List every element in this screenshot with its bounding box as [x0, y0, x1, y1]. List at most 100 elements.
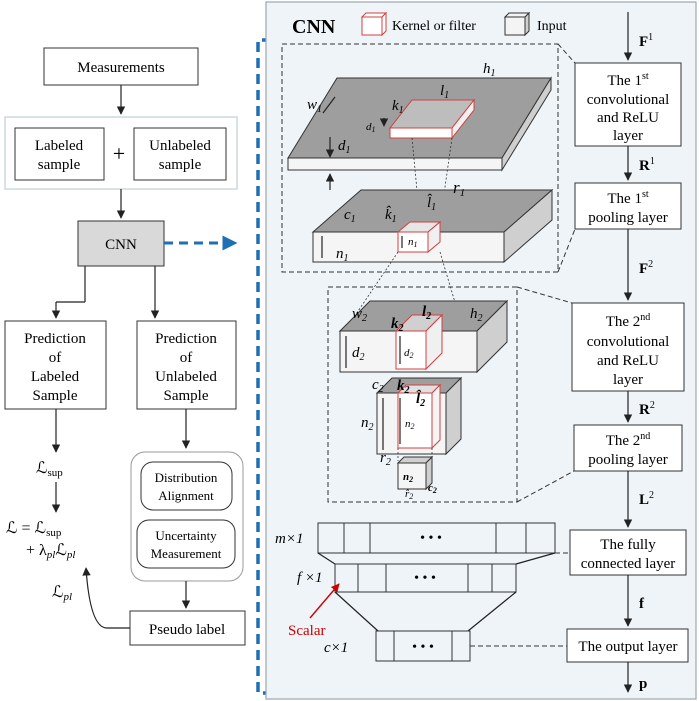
unlabeled-sample-box [133, 127, 227, 181]
signal-F1: F1 [639, 32, 653, 50]
signal-L2: L2 [639, 490, 654, 508]
pred-unlabeled-1: Prediction [155, 331, 217, 347]
pooled-volume-2 [396, 455, 434, 491]
l1-hat-label: l̂1 [427, 194, 436, 213]
l-sup-term: ℒsup [36, 460, 63, 479]
vector-m [317, 522, 556, 554]
connector-conv2 [516, 286, 573, 304]
d1-small-label: d1 [366, 121, 376, 134]
kernel-2 [394, 313, 444, 371]
input-legend-icon [503, 11, 531, 37]
fc-line2: connected layer [581, 556, 676, 572]
distribution-alignment-box [140, 461, 233, 511]
conv-layer-1-box [574, 62, 682, 147]
measurements-box [43, 47, 199, 86]
vector-connector [334, 591, 379, 632]
conv1-line3: and ReLU [597, 110, 659, 126]
r2-hat-label: r̂2 [405, 488, 413, 501]
uncertainty-measurement-box [136, 519, 236, 569]
vector-connector [317, 552, 336, 565]
signal-f: f [639, 596, 645, 612]
k1-label: k1 [392, 98, 404, 116]
conv2-line4: layer [613, 372, 643, 388]
signal-p: p [639, 676, 647, 692]
pool2-line2: pooling layer [588, 452, 668, 468]
kernel-1 [388, 98, 476, 140]
l2-label: l2 [422, 304, 431, 322]
w1-dimension [322, 96, 336, 114]
conv1-line1: The 1st [607, 71, 648, 89]
pool1-line1: The 1st [607, 189, 648, 207]
connector-pool2 [516, 470, 575, 503]
layer1-group [281, 43, 559, 273]
vector-c-dots: • • • [412, 640, 434, 655]
measurements-label: Measurements [77, 60, 165, 76]
d2-label: d2 [352, 345, 365, 363]
output-layer-box [566, 628, 689, 663]
pred-labeled-2: of [49, 350, 62, 366]
h1-label: h1 [483, 61, 496, 79]
kernel-legend-icon [360, 11, 388, 37]
pred-unlabeled-2: of [180, 350, 193, 366]
h2-label: h2 [470, 306, 483, 324]
plus-sign: + [113, 141, 125, 166]
scalar-label: Scalar [288, 623, 325, 639]
distribution-line1: Distribution [155, 470, 218, 485]
signal-F2: F2 [639, 259, 653, 277]
pred-unlabeled-box [136, 320, 237, 410]
f-size-label: f ×1 [297, 570, 323, 586]
l2-hat-label: l̂2 [416, 389, 425, 409]
c2-pool-label: c2 [428, 482, 437, 495]
labeled-sample-box [14, 127, 105, 181]
d1-label: d1 [338, 138, 351, 156]
l1-label: l1 [440, 83, 449, 101]
unlabeled-line1: Unlabeled [149, 138, 211, 154]
pool2-line1: The 2nd [606, 431, 651, 449]
pseudo-to-loss-arrow [82, 567, 130, 629]
k2-label: k2 [391, 316, 404, 334]
conv1-line4: layer [613, 128, 643, 144]
panel-bracket [256, 38, 272, 695]
k2-hat-label: k2 [397, 378, 410, 396]
cnn-label: CNN [105, 237, 137, 253]
pred-unlabeled-3: Unlabeled [155, 369, 217, 385]
unlabeled-line2: sample [159, 157, 202, 173]
pred-labeled-1: Prediction [24, 331, 86, 347]
d2-small-label: d2 [404, 347, 414, 360]
vector-f [334, 563, 517, 593]
c1-label: c1 [344, 207, 356, 225]
input-legend-label: Input [537, 19, 567, 34]
conv-layer-2-box [571, 302, 685, 392]
c2-label: c2 [372, 377, 384, 395]
n2-small-label: n2 [405, 418, 415, 431]
pred-labeled-box [4, 320, 107, 410]
conv1-line2: convolutional [587, 92, 670, 108]
pred-labeled-3: Labeled [31, 369, 80, 385]
pred-labeled-4: Sample [33, 388, 78, 404]
l-pl-term: ℒpl [52, 584, 72, 603]
vector-connector [515, 552, 556, 565]
fc-line1: The fully [600, 537, 656, 553]
scalar-arrow [309, 583, 340, 619]
r1-label: r1 [453, 178, 465, 199]
layer2-group [327, 286, 518, 503]
vector-connector [467, 591, 517, 632]
total-loss-line2: + λplℒpl [26, 542, 75, 561]
layer-column: F1 The 1st convolutional and ReLU layer … [566, 12, 689, 693]
conv2-line3: and ReLU [597, 353, 659, 369]
conv2-line2: convolutional [587, 334, 670, 350]
pool-layer-1-box [574, 182, 682, 230]
r2-label: r2 [380, 450, 391, 468]
pool1-line2: pooling layer [588, 210, 668, 226]
n2-label: n2 [361, 415, 374, 433]
uncertainty-line1: Uncertainty [155, 528, 217, 543]
pool-layer-2-box [573, 424, 683, 472]
n1-small-label: n1 [408, 236, 418, 249]
vector-f-dots: • • • [414, 571, 436, 586]
m-size-label: m×1 [275, 531, 303, 547]
pred-unlabeled-4: Sample [164, 388, 209, 404]
output-line: The output layer [578, 639, 677, 655]
left-flow: Measurements Labeled sample + Unlabeled … [4, 47, 246, 646]
k1-hat-label: k̂1 [385, 206, 397, 225]
